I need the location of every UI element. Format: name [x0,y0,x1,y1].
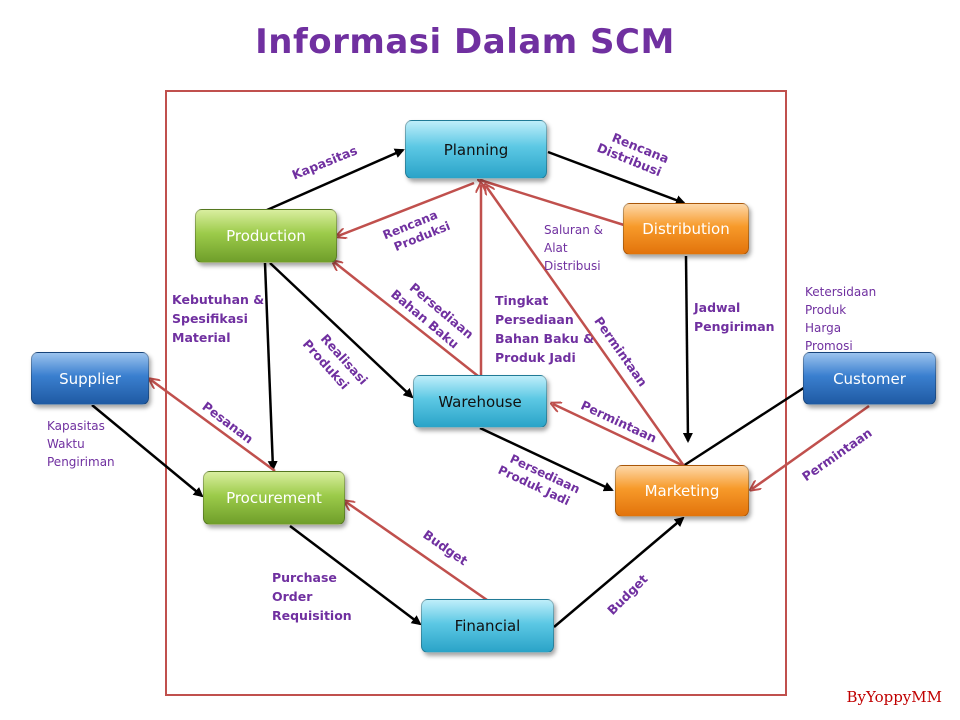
arrow-procurement-financial [289,525,422,626]
node-distribution: Distribution [623,203,749,255]
scm-frame [165,90,787,696]
arrow-production-warehouse [269,262,414,399]
node-supplier: Supplier [31,352,149,405]
arrow-warehouse-production [334,262,479,377]
arrow-marketing-planning [486,186,686,467]
arrow-production-procurement [263,262,278,471]
node-marketing: Marketing [615,465,749,517]
arrow-financial-marketing [553,516,685,628]
node-production: Production [195,209,337,263]
arrow-planning-production [338,181,475,236]
node-planning: Planning [405,120,547,179]
arrow-marketing-customer [679,378,818,470]
arrow-distribution-marketing [682,255,693,443]
diagram-title: Informasi Dalam SCM [255,22,675,62]
node-procurement: Procurement [203,471,345,525]
node-warehouse: Warehouse [413,375,547,428]
arrow-warehouse-marketing [479,426,614,492]
arrow-supplier-procurement [91,404,204,498]
arrow-planning-distribution [547,150,686,205]
arrow-customer-marketing [752,404,870,489]
arrow-marketing-warehouse [553,404,685,468]
arrow-distribution-planning [480,180,625,227]
arrow-procurement-supplier [151,380,276,473]
node-customer: Customer [803,352,936,405]
node-financial: Financial [421,599,554,653]
arrow-production-planning [266,148,405,212]
author-signature: ByYoppyMM [846,688,942,706]
arrow-financial-procurement [346,502,488,602]
